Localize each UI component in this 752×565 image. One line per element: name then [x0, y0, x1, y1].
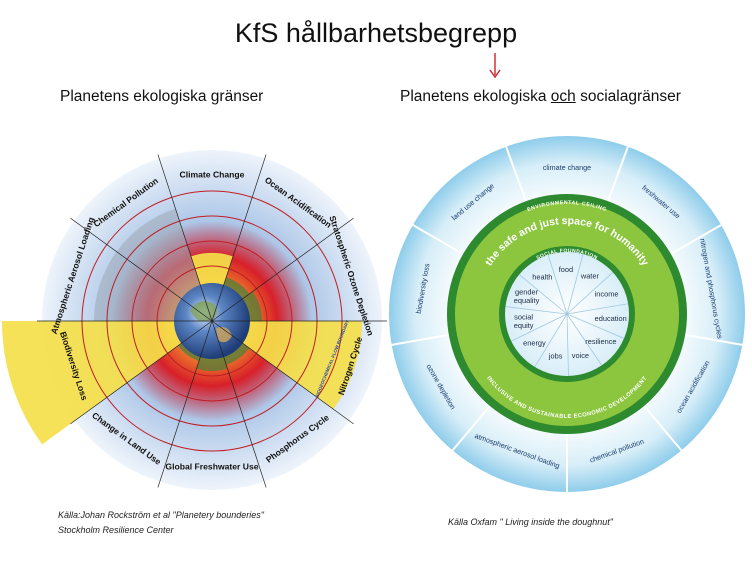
social-foundation-label: income — [595, 290, 619, 299]
sector-divider — [157, 320, 213, 488]
social-foundation-label: voice — [572, 351, 589, 360]
right-subtitle: Planetens ekologiska och socialagränser — [400, 88, 681, 105]
left-subtitle: Planetens ekologiska gränser — [60, 88, 264, 105]
outer-divider — [607, 146, 629, 202]
sector-label: Global Freshwater Use — [165, 461, 258, 471]
inner-divider — [547, 254, 568, 315]
sector-divider — [70, 320, 213, 425]
inner-divider — [518, 274, 568, 315]
inner-divider — [566, 271, 614, 315]
outer-divider — [505, 146, 527, 202]
sector-divider — [211, 217, 354, 322]
sector-divider — [211, 320, 267, 488]
inner-divider — [566, 313, 603, 366]
outer-divider — [391, 333, 449, 346]
inner-divider — [566, 313, 569, 376]
inner-divider — [511, 313, 568, 342]
inner-divider — [566, 254, 584, 315]
social-foundation-label: health — [532, 273, 552, 282]
inner-divider — [566, 303, 629, 315]
outer-divider — [451, 405, 491, 451]
social-foundation-label: education — [595, 314, 627, 323]
social-foundation-label: water — [580, 271, 600, 280]
social-foundation-label: jobs — [548, 351, 563, 360]
inner-divider — [505, 306, 568, 315]
down-arrow-icon — [489, 53, 501, 79]
sector-label: Climate Change — [180, 169, 245, 179]
outer-divider — [412, 224, 464, 255]
sector-divider — [157, 154, 213, 322]
outer-divider — [670, 224, 722, 255]
outer-divider — [643, 405, 683, 451]
outer-boundary-label: climate change — [543, 163, 591, 172]
left-source: Källa:Johan Rockström et al "Planetery b… — [58, 510, 264, 535]
sector-divider — [211, 320, 354, 425]
inner-divider — [566, 313, 625, 339]
social-foundation-label: energy — [523, 339, 546, 348]
outer-divider — [685, 333, 743, 346]
sector-divider — [70, 217, 213, 322]
sector-divider — [211, 154, 267, 322]
right-source: Källa Oxfam " Living inside the doughnut… — [448, 517, 613, 527]
page-title: KfS hållbarhetsbegrepp — [234, 18, 518, 48]
exceeded-wedge — [1, 321, 212, 445]
inner-divider — [534, 313, 568, 368]
social-foundation-label: resilience — [585, 337, 616, 346]
social-foundation-label: food — [559, 265, 573, 274]
